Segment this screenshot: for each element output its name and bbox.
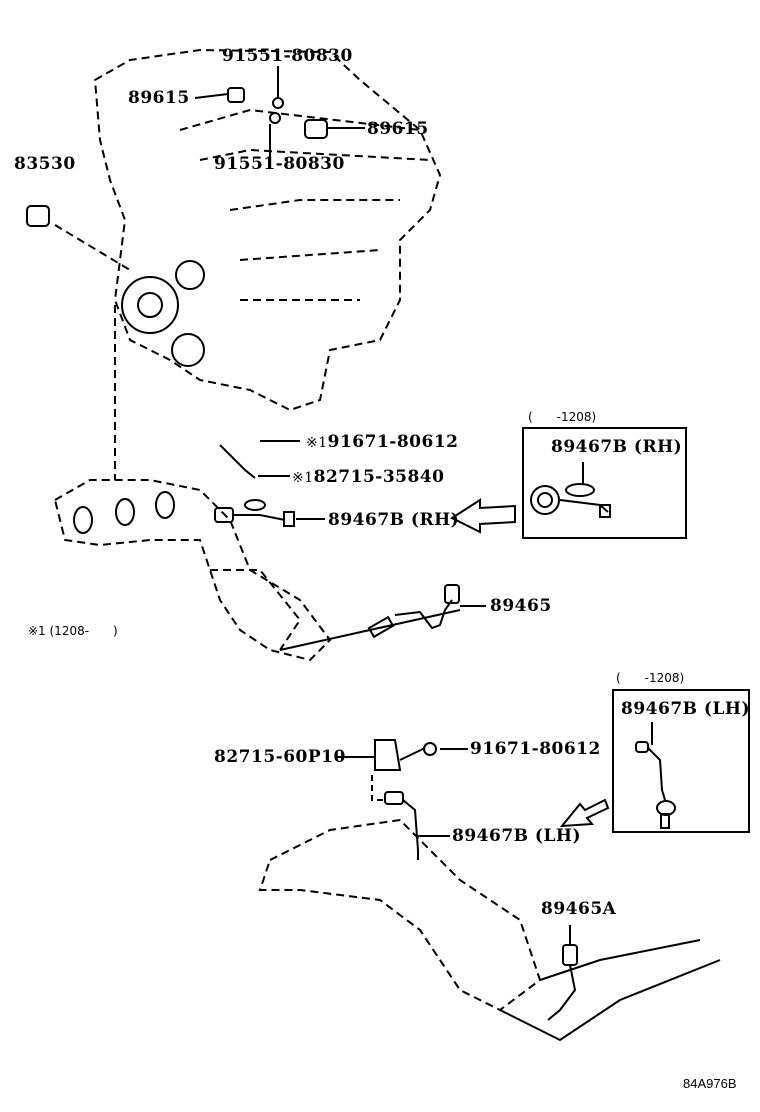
inset-rh-box (522, 427, 687, 539)
inset-lh-callout[interactable]: 89467B (LH) (621, 699, 751, 719)
inset-lh-range: ( -1208) (616, 671, 685, 685)
diagram-code: 84A976B (683, 1076, 737, 1091)
callout-91551-80830-top[interactable]: 91551-80830 (222, 46, 353, 66)
inset-rh-range: ( -1208) (528, 410, 597, 424)
callout-89467b-rh[interactable]: 89467B (RH) (328, 510, 460, 530)
note-mark: ※1 (292, 470, 314, 486)
callout-89465a[interactable]: 89465A (541, 899, 617, 919)
callout-91671-80612-rh[interactable]: ※191671-80612 (306, 432, 459, 452)
footnote-date-range: ※1 (1208- ) (28, 624, 118, 638)
arrow-lh-drawing (559, 798, 610, 828)
callout-82715-60p10[interactable]: 82715-60P10 (214, 747, 346, 767)
inset-lh-box (612, 689, 750, 833)
callout-89615-left[interactable]: 89615 (128, 88, 190, 108)
callout-91551-80830-bottom[interactable]: 91551-80830 (214, 154, 345, 174)
pulley-drawing (121, 276, 179, 334)
callout-83530[interactable]: 83530 (14, 154, 76, 174)
callout-82715-35840[interactable]: ※182715-35840 (292, 467, 445, 487)
oil-pressure-switch-drawing (26, 205, 50, 227)
callout-89467b-lh[interactable]: 89467B (LH) (452, 826, 582, 846)
note-mark: ※1 (306, 435, 328, 451)
callout-89465[interactable]: 89465 (490, 596, 552, 616)
inset-rh-callout[interactable]: 89467B (RH) (551, 437, 683, 457)
engine-block-drawing (93, 48, 442, 412)
callout-91671-80612-lh[interactable]: 91671-80612 (470, 739, 601, 759)
arrow-rh-drawing (449, 498, 516, 534)
callout-89615-right[interactable]: 89615 (367, 119, 429, 139)
